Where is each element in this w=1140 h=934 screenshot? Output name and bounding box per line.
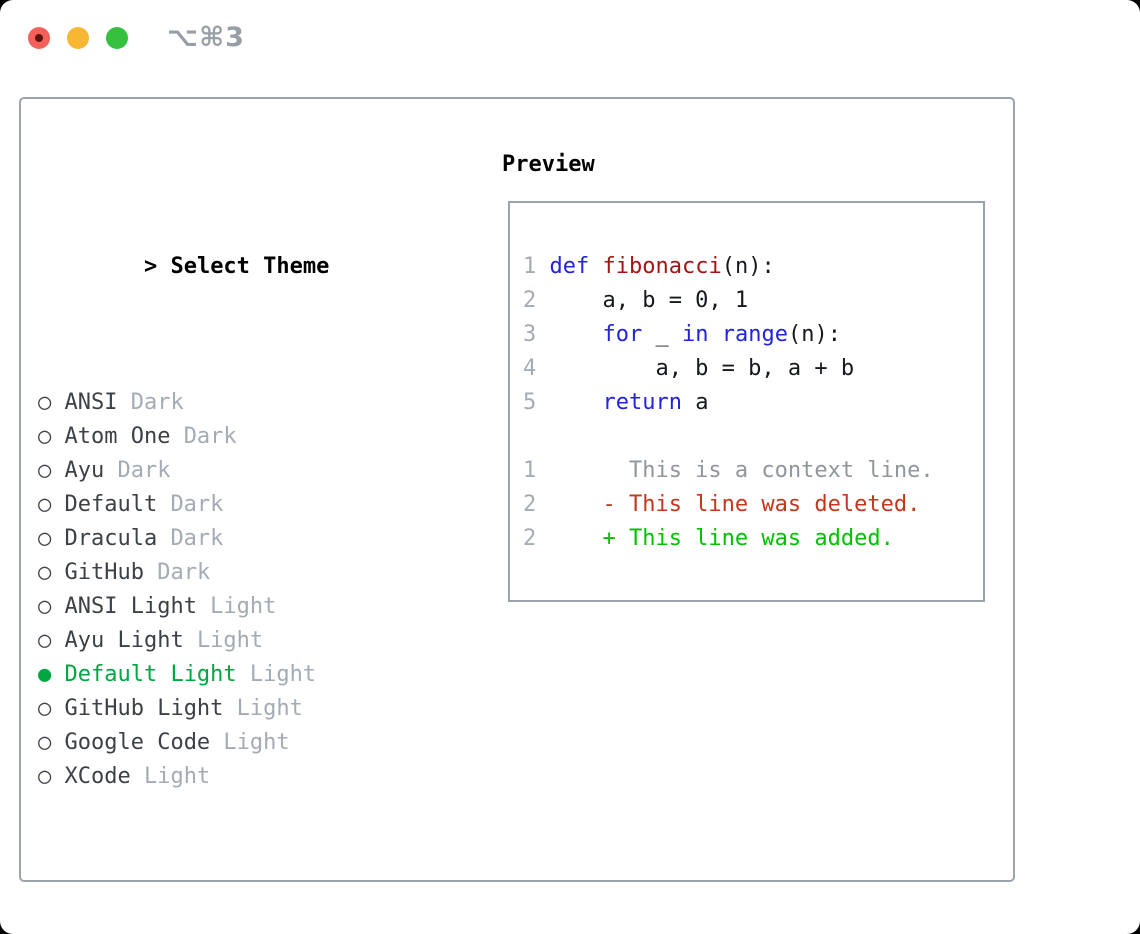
theme-variant-label: Light — [210, 594, 277, 619]
line-number: 2 — [523, 492, 550, 517]
select-theme-header-row: > Select Theme — [38, 216, 409, 318]
theme-item-atom-one[interactable]: ○ Atom One Dark — [38, 420, 409, 454]
code-segment: return — [602, 390, 682, 415]
theme-variant-label: Dark — [183, 424, 237, 449]
code-segment: a, b = b, a + b — [549, 356, 855, 381]
code-segment: (n): — [721, 254, 775, 279]
theme-item-google-code[interactable]: ○ Google Code Light — [38, 726, 409, 760]
theme-variant-label: Dark — [117, 458, 171, 483]
theme-item-label: GitHub — [64, 560, 144, 585]
code-segment: def — [549, 254, 590, 279]
theme-variant-label: Light — [143, 764, 211, 789]
code-segment — [589, 254, 602, 279]
radio-unselected-icon: ○ — [38, 390, 52, 415]
preview-title: Preview — [502, 152, 595, 177]
code-segment: This is a context line. — [549, 458, 934, 483]
code-line: 4 a, b = b, a + b — [523, 352, 973, 386]
code-line: 3 for _ in range(n): — [523, 318, 973, 352]
code-segment: _ — [642, 322, 682, 347]
theme-variant-label: Dark — [170, 492, 224, 517]
code-segment: + This line was added. — [549, 526, 894, 551]
code-segment — [708, 322, 721, 347]
theme-variant-label: Light — [223, 730, 290, 755]
line-number: 1 — [523, 254, 550, 279]
line-number: 5 — [523, 390, 550, 415]
theme-variant-label: Dark — [130, 390, 184, 415]
theme-item-label: Default — [64, 492, 158, 517]
radio-unselected-icon: ○ — [38, 628, 52, 653]
line-number: 1 — [523, 458, 550, 483]
radio-selected-icon: ● — [38, 662, 52, 687]
theme-item-label: Dracula — [64, 526, 158, 551]
code-segment: a, b = 0, 1 — [549, 288, 749, 313]
close-button[interactable] — [28, 27, 50, 49]
minimize-button[interactable] — [67, 27, 89, 49]
code-segment: - This line was deleted. — [549, 492, 921, 517]
code-line: 5 return a — [523, 386, 973, 420]
code-line: 2 - This line was deleted. — [523, 488, 973, 522]
apply-to-section: Apply To ●User Settings○Workspace Settin… — [38, 930, 409, 934]
radio-unselected-icon: ○ — [38, 560, 52, 585]
theme-item-github[interactable]: ○ GitHub Dark — [38, 556, 409, 590]
code-line: 1 This is a context line. — [523, 454, 973, 488]
theme-item-dracula[interactable]: ○ Dracula Dark — [38, 522, 409, 556]
theme-item-ansi-light[interactable]: ○ ANSI Light Light — [38, 590, 409, 624]
code-segment: range — [721, 322, 788, 347]
radio-unselected-icon: ○ — [38, 526, 52, 551]
theme-item-default[interactable]: ○ Default Dark — [38, 488, 409, 522]
code-segment: fibonacci — [602, 254, 722, 279]
theme-item-ansi[interactable]: ○ ANSI Dark — [38, 386, 409, 420]
code-segment: (n): — [787, 322, 841, 347]
code-segment: in — [681, 322, 709, 347]
code-line — [523, 420, 973, 454]
radio-unselected-icon: ○ — [38, 458, 52, 483]
theme-variant-label: Light — [236, 696, 303, 721]
code-line: 2 a, b = 0, 1 — [523, 284, 973, 318]
window-title: ⌥⌘3 — [167, 22, 245, 53]
line-number: 2 — [523, 288, 550, 313]
theme-item-label: Default Light — [64, 662, 237, 687]
theme-item-default-light[interactable]: ● Default Light Light — [38, 658, 409, 692]
theme-item-label: Ayu Light — [64, 628, 184, 653]
theme-item-label: XCode — [64, 764, 131, 789]
theme-item-label: Google Code — [64, 730, 211, 755]
radio-unselected-icon: ○ — [38, 764, 52, 789]
radio-unselected-icon: ○ — [38, 594, 52, 619]
theme-item-xcode[interactable]: ○ XCode Light — [38, 760, 409, 794]
theme-item-label: Ayu — [64, 458, 105, 483]
line-number: 2 — [523, 526, 550, 551]
theme-item-label: GitHub Light — [64, 696, 224, 721]
zoom-button[interactable] — [106, 27, 128, 49]
cursor-icon: > — [143, 254, 158, 279]
line-number: 3 — [523, 322, 550, 347]
theme-variant-label: Light — [196, 628, 264, 653]
radio-unselected-icon: ○ — [38, 696, 52, 721]
theme-variant-label: Dark — [170, 526, 224, 551]
theme-item-github-light[interactable]: ○ GitHub Light Light — [38, 692, 409, 726]
radio-unselected-icon: ○ — [38, 730, 52, 755]
line-number: 4 — [523, 356, 550, 381]
theme-item-label: Atom One — [64, 424, 171, 449]
theme-item-ayu-light[interactable]: ○ Ayu Light Light — [38, 624, 409, 658]
code-segment — [549, 390, 602, 415]
select-theme-title: Select Theme — [170, 254, 330, 279]
code-line: 1 def fibonacci(n): — [523, 250, 973, 284]
radio-unselected-icon: ○ — [38, 424, 52, 449]
radio-unselected-icon: ○ — [38, 492, 52, 517]
code-segment — [549, 322, 602, 347]
code-segment: a — [681, 390, 709, 415]
theme-item-ayu[interactable]: ○ Ayu Dark — [38, 454, 409, 488]
theme-variant-label: Dark — [157, 560, 211, 585]
theme-item-label: ANSI Light — [64, 594, 197, 619]
theme-variant-label: Light — [249, 662, 317, 687]
theme-item-label: ANSI — [64, 390, 118, 415]
code-segment: for — [602, 322, 643, 347]
code-line: 2 + This line was added. — [523, 522, 973, 556]
